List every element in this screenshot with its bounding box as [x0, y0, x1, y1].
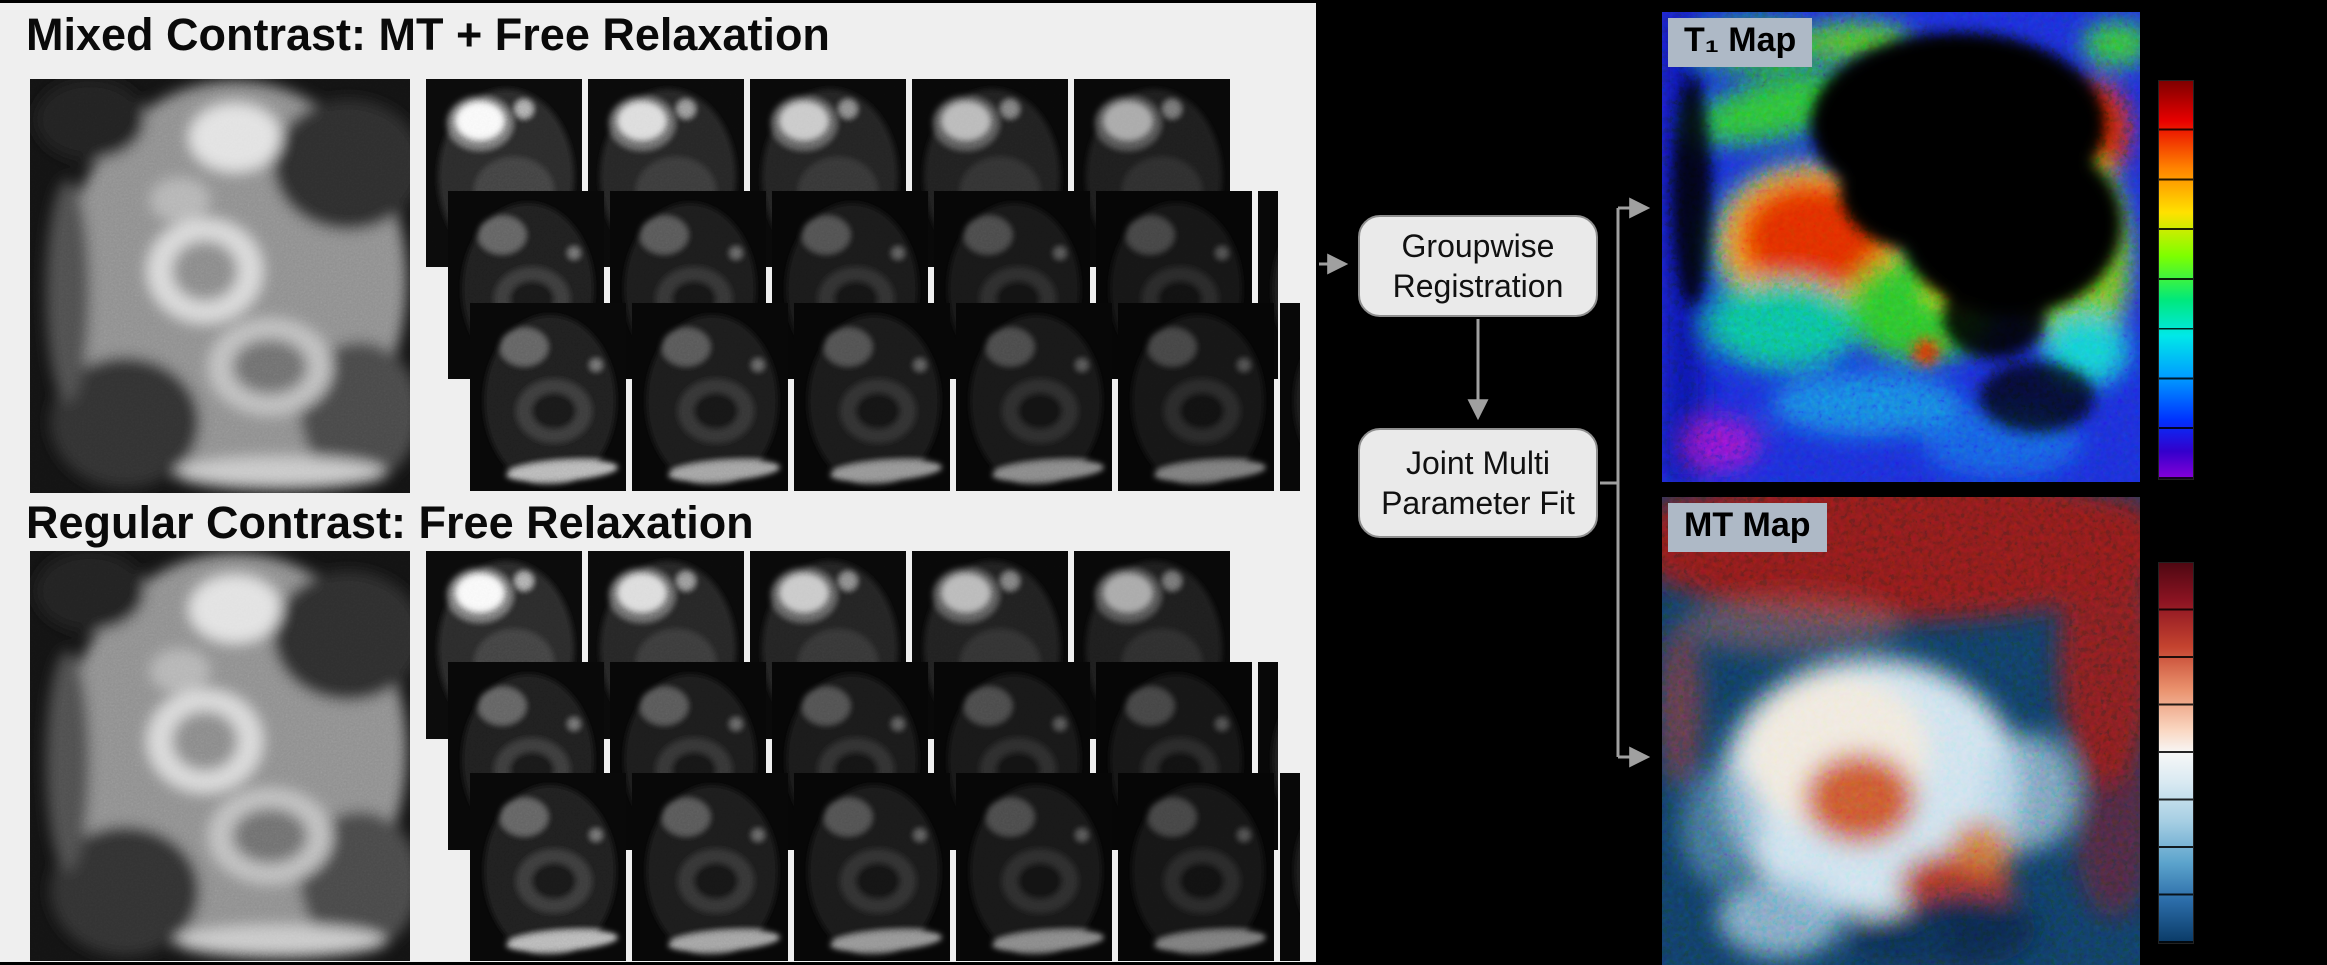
mri-frame [1118, 303, 1274, 491]
mt-colorbar [2158, 562, 2194, 944]
groupwise-registration-box: Groupwise Registration [1358, 215, 1598, 317]
acquisition-panel: Mixed Contrast: MT + Free Relaxation [0, 3, 1316, 962]
mt-map-image: MT Map [1662, 497, 2140, 965]
t1-map-image: T₁ Map [1662, 12, 2140, 482]
mixed-contrast-reference-image [30, 79, 410, 493]
t1-map-label: T₁ Map [1668, 18, 1813, 67]
mri-frame [1280, 303, 1300, 491]
joint-multi-parameter-fit-box: Joint Multi Parameter Fit [1358, 428, 1598, 538]
regular-contrast-title: Regular Contrast: Free Relaxation [26, 497, 754, 548]
mri-frame [1280, 773, 1300, 961]
mt-colorbar-ticks [2159, 563, 2193, 943]
mri-frame [632, 773, 788, 961]
connector-fit-to-maps [1600, 208, 1620, 757]
mri-frame [470, 773, 626, 961]
mri-frame [956, 773, 1112, 961]
mri-frame [1118, 773, 1274, 961]
regular-contrast-frame-row-3 [470, 773, 1300, 961]
mixed-contrast-title: Mixed Contrast: MT + Free Relaxation [26, 9, 830, 60]
mixed-contrast-frame-row-3 [470, 303, 1300, 491]
mri-frame [632, 303, 788, 491]
regular-contrast-reference-image [30, 551, 410, 961]
mri-frame [470, 303, 626, 491]
mt-map-label: MT Map [1668, 503, 1827, 552]
mri-frame [956, 303, 1112, 491]
mri-frame [794, 303, 950, 491]
mri-frame [794, 773, 950, 961]
t1-colorbar [2158, 80, 2194, 480]
t1-colorbar-ticks [2159, 81, 2193, 479]
